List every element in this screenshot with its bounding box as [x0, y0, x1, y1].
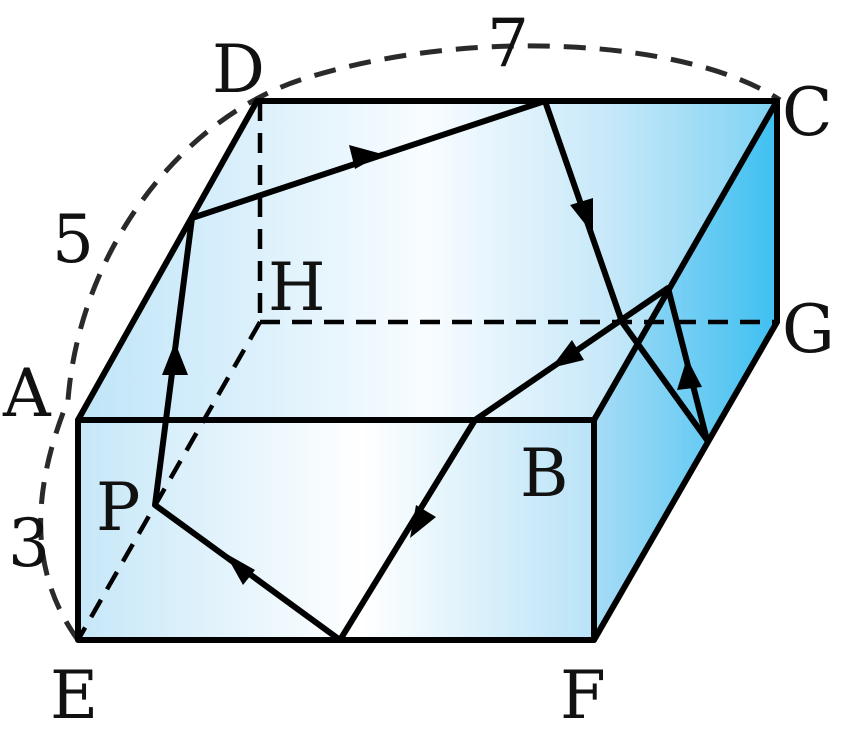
- arrow-top-face: [349, 145, 382, 169]
- hidden-edge-he: [76, 320, 262, 642]
- vertex-label-d: D: [212, 31, 265, 108]
- vertex-label-c: C: [782, 74, 833, 151]
- vertex-label-h: H: [268, 249, 326, 326]
- edge-gf: [591, 319, 780, 643]
- vertex-label-a: A: [2, 355, 52, 432]
- vertex-label-p: P: [96, 469, 140, 546]
- arrow-front-left: [225, 553, 255, 585]
- arrow-diag-left: [551, 340, 584, 368]
- arrow-up-right: [677, 358, 702, 390]
- vertex-label-b: B: [520, 435, 569, 512]
- vertex-label-g: G: [782, 291, 835, 368]
- dimension-arc: [38, 43, 782, 642]
- edge-length-ad: 5: [52, 201, 94, 278]
- arrow-down-right: [570, 198, 593, 234]
- edge-length-dc: 7: [487, 5, 529, 82]
- top-face: [78, 101, 777, 420]
- vertex-label-f: F: [560, 657, 606, 734]
- edge-length-ae: 3: [8, 505, 50, 582]
- vertex-label-e: E: [50, 657, 98, 734]
- arrow-up-left-edge: [162, 342, 188, 375]
- front-face: [78, 420, 594, 640]
- arrow-front-down: [410, 505, 436, 538]
- light-path: [152, 98, 710, 643]
